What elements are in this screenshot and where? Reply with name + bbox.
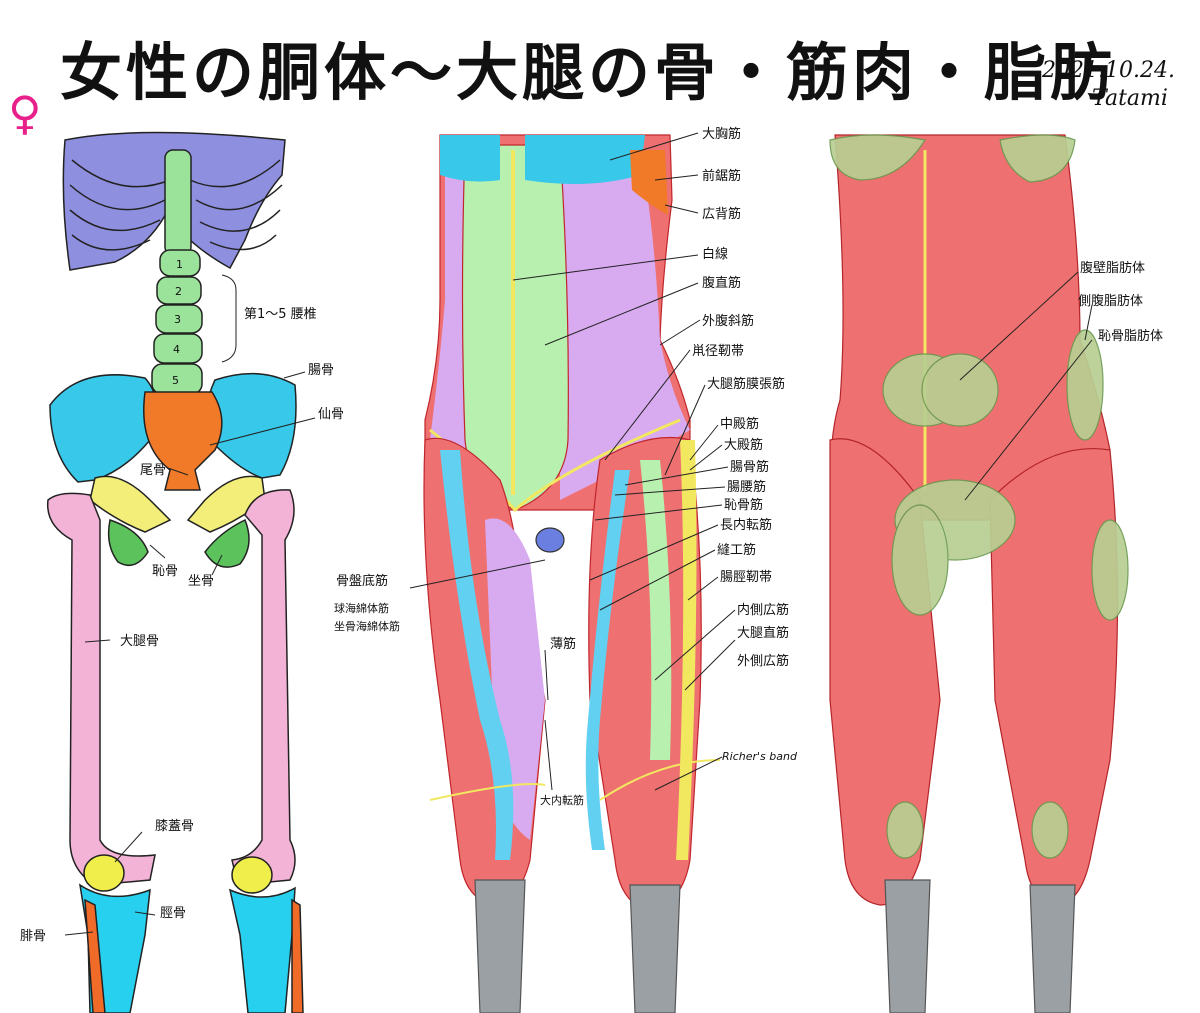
label-external-oblique: 外腹斜筋 — [702, 313, 754, 329]
label-fibula: 腓骨 — [20, 928, 46, 944]
label-sartorius: 縫工筋 — [717, 542, 756, 558]
label-pelvic-floor: 骨盤底筋 — [336, 573, 388, 589]
pectoralis-major-right — [525, 135, 645, 184]
label-ilium: 腸骨 — [308, 363, 334, 378]
skeleton-figure — [46, 131, 304, 1013]
vertebra-number: 1 — [176, 258, 183, 271]
serratus-anterior — [630, 150, 668, 215]
label-serratus-anterior: 前鋸筋 — [702, 168, 741, 184]
date-signature: 2021.10.24. — [1042, 58, 1175, 83]
label-iliotibial-tract: 腸脛靭帯 — [720, 570, 772, 585]
label-linea-alba: 白線 — [702, 246, 728, 262]
pectoralis-major — [440, 135, 500, 182]
label-lumbar: 第1～5 腰椎 — [244, 307, 317, 322]
vertebra-number: 4 — [173, 343, 180, 356]
label-coccyx: 尾骨 — [140, 463, 166, 478]
female-symbol: ♀ — [8, 86, 42, 140]
pelvic-floor — [535, 527, 565, 553]
label-sacrum: 仙骨 — [318, 407, 344, 422]
vertebra-numbers: 1 2 3 4 5 — [172, 258, 183, 387]
patella — [83, 854, 273, 894]
page-title: 女性の胴体～大腿の骨・筋肉・脂肪 — [60, 36, 1117, 109]
rectus-femoris-right — [640, 460, 672, 760]
label-bulbospongiosus: 球海綿体筋 — [334, 601, 389, 615]
spine — [151, 149, 203, 395]
ilium — [49, 372, 297, 483]
label-pubis: 恥骨 — [152, 564, 178, 579]
fibula — [84, 898, 304, 1013]
label-adductor-magnus: 大内転筋 — [540, 793, 584, 807]
fat-labels: 腹壁脂肪体 側腹脂肪体 恥骨脂肪体 — [1078, 260, 1163, 344]
muscle-labels: 大胸筋 前鋸筋 広背筋 白線 腹直筋 外腹斜筋 鼡径靭帯 大腿筋膜張筋 中殿筋 … — [334, 126, 798, 807]
richers-band — [429, 759, 721, 801]
label-latissimus-dorsi: 広背筋 — [702, 206, 741, 222]
label-pectoralis-major: 大胸筋 — [702, 126, 741, 142]
label-gracilis: 薄筋 — [550, 636, 576, 652]
label-vastus-medialis: 内側広筋 — [737, 602, 789, 618]
label-ischiocavernosus: 坐骨海綿体筋 — [334, 619, 400, 633]
label-ischium: 坐骨 — [188, 574, 214, 589]
external-oblique — [560, 150, 690, 500]
label-rectus-abdominis: 腹直筋 — [702, 275, 741, 291]
knee-joints — [474, 879, 681, 1013]
skeleton-leaders — [64, 274, 316, 936]
label-pectineus: 恥骨筋 — [724, 497, 763, 513]
label-patella: 膝蓋骨 — [155, 819, 194, 834]
iliotibial-tract — [676, 440, 697, 860]
fat-figure — [829, 134, 1129, 1013]
label-pubic-fat: 恥骨脂肪体 — [1098, 328, 1163, 344]
vertebra-number: 2 — [175, 285, 182, 298]
rectus-abdominis — [461, 144, 569, 511]
fat-pads — [829, 134, 1129, 859]
vertebra-number: 3 — [174, 313, 181, 326]
label-vastus-lateralis: 外側広筋 — [737, 653, 789, 669]
label-tensor-fasciae-latae: 大腿筋膜張筋 — [707, 376, 785, 392]
label-gluteus-medius: 中殿筋 — [720, 416, 759, 432]
label-richers-band: Richer's band — [722, 750, 798, 763]
label-tibia: 脛骨 — [160, 906, 186, 921]
knee-joints-fat — [884, 879, 1076, 1013]
tibia — [78, 883, 296, 1013]
label-gluteus-maximus: 大殿筋 — [724, 437, 763, 453]
vertebra-number: 5 — [172, 374, 179, 387]
label-inguinal-ligament: 鼡径靭帯 — [692, 344, 744, 359]
label-abdominal-wall-fat: 腹壁脂肪体 — [1080, 260, 1145, 276]
label-adductor-longus: 長内転筋 — [720, 517, 772, 533]
label-rectus-femoris: 大腿直筋 — [737, 625, 789, 641]
fat-leaders — [959, 271, 1093, 501]
label-lateral-abdominal-fat: 側腹脂肪体 — [1078, 293, 1143, 309]
label-femur: 大腿骨 — [120, 634, 159, 649]
sartorius-left — [440, 450, 514, 860]
sacrum — [143, 391, 223, 491]
sartorius-right — [585, 470, 630, 850]
label-iliopsoas: 腸腰筋 — [727, 479, 766, 495]
muscle-figure — [423, 134, 721, 1013]
muscle-leaders — [409, 132, 736, 791]
label-iliacus: 腸骨筋 — [730, 459, 769, 475]
ischium — [107, 518, 250, 568]
author-signature: Tatami — [1092, 86, 1168, 111]
skeleton-labels: 第1～5 腰椎 腸骨 仙骨 尾骨 恥骨 坐骨 大腿骨 膝蓋骨 脛骨 腓骨 — [20, 307, 344, 944]
